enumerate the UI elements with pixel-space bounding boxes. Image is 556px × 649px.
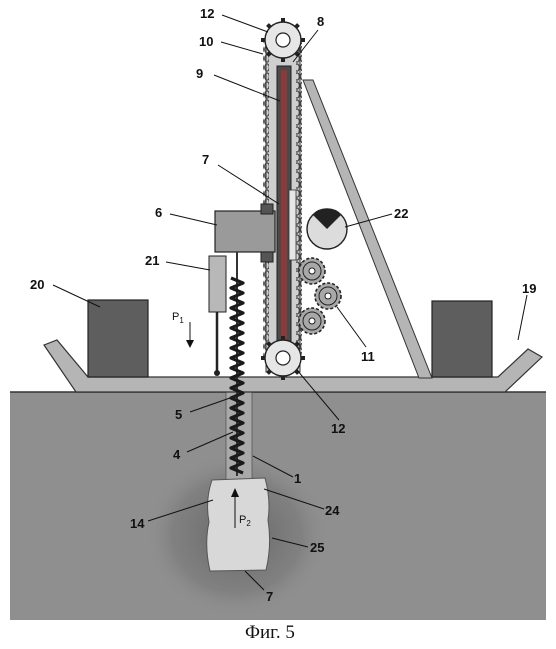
sprocket-top — [261, 18, 305, 62]
gear-upper — [298, 257, 326, 285]
chain-left — [263, 42, 269, 358]
label-6: 6 — [155, 205, 162, 220]
mast-slider — [288, 189, 297, 261]
mast-brace — [302, 79, 433, 379]
sprocket-bottom — [261, 336, 305, 380]
force-p1-arrowhead — [186, 340, 194, 348]
auger — [229, 252, 245, 476]
label-5: 5 — [175, 407, 182, 422]
gear-middle — [314, 282, 342, 310]
label-19: 19 — [522, 281, 536, 296]
label-24: 24 — [325, 503, 340, 518]
label-12-top: 12 — [200, 6, 214, 21]
label-10: 10 — [199, 34, 213, 49]
figure-caption: Фиг. 5 — [245, 622, 295, 643]
counterweight-right — [431, 300, 493, 378]
label-14: 14 — [130, 516, 145, 531]
chain-right — [296, 42, 302, 358]
gear-train — [298, 257, 342, 335]
label-11: 11 — [361, 349, 375, 364]
carriage-clamp-top — [260, 203, 274, 215]
label-4: 4 — [173, 447, 181, 462]
force-p2-label: P2 — [239, 514, 251, 528]
label-9: 9 — [196, 66, 203, 81]
carriage-rotator — [214, 210, 276, 253]
carriage-clamp-bottom — [260, 251, 274, 263]
label-20: 20 — [30, 277, 44, 292]
drive-disc — [306, 208, 348, 250]
label-1: 1 — [294, 471, 301, 486]
label-25: 25 — [310, 540, 324, 555]
leader-lines — [52, 14, 528, 591]
label-21: 21 — [145, 253, 159, 268]
base-frame — [43, 339, 543, 393]
label-7-bottom: 7 — [266, 589, 273, 604]
force-p2-arrowhead — [231, 488, 239, 497]
gear-lower — [298, 307, 326, 335]
piston-rod-end — [214, 370, 220, 376]
label-22: 22 — [394, 206, 408, 221]
hydraulic-cylinder — [208, 255, 227, 313]
force-p1-label: P1 — [172, 311, 184, 325]
label-7-top: 7 — [202, 152, 209, 167]
pile-bulb — [206, 477, 271, 572]
label-12-bottom: 12 — [331, 421, 345, 436]
counterweight-left — [87, 299, 149, 378]
mast-rod — [281, 70, 287, 362]
label-8: 8 — [317, 14, 324, 29]
